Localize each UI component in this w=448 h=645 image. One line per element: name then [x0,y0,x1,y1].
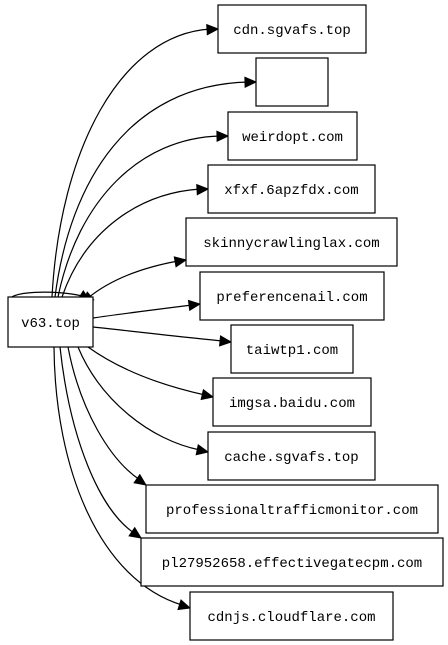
arrowhead-v63-to-t6 [218,335,233,347]
edge-t4-to-v63 [87,260,179,299]
node-t4-box [185,217,398,267]
node-t11-box [189,591,394,641]
node-t8-box [207,431,376,481]
node-t7-box [212,377,372,427]
node-source-box [7,296,94,348]
node-t9: professionaltrafficmonitor.com [145,484,439,534]
edge-v63-to-t6 [92,326,224,342]
edge-v63-to-t1 [54,81,249,298]
node-source-label: v63.top [21,316,80,332]
node-t8-label: cache.sgvafs.top [224,450,358,466]
node-t7: imgsa.baidu.com [212,377,372,427]
node-t7-label: imgsa.baidu.com [229,396,355,412]
node-t10: pl27952658.effectivegatecpm.com [140,537,444,587]
node-t1-box [255,57,329,107]
node-t6: taiwtp1.com [230,324,354,374]
arrowhead-v63-to-t8 [195,444,210,456]
node-t2-label: weirdopt.com [242,130,343,146]
edge-v63-to-t10 [59,346,135,534]
node-t5-box [199,271,385,321]
arrowhead-v63-to-t3 [196,183,210,196]
arrowhead-v63-to-t7 [200,388,215,401]
node-t3-label: xfxf.6apzfdx.com [224,183,358,199]
node-t3-box [207,164,376,214]
node-t4: skinnycrawlinglax.com [185,217,398,267]
edge-v63-to-t2 [57,135,221,298]
edge-v63-to-t0 [51,28,211,298]
node-t6-box [230,324,354,374]
node-t5-label: preferencenail.com [216,290,367,306]
node-t2-box [227,111,358,161]
edge-v63-to-t5 [92,304,193,319]
node-t5: preferencenail.com [199,271,385,321]
arrowhead-v63-to-t2 [216,130,230,143]
node-t0-box [217,4,367,54]
edge-v63-to-t3 [61,188,201,298]
arrowhead-v63-to-t10 [128,526,142,539]
edge-v63-to-t11 [53,346,183,606]
node-t0-label: cdn.sgvafs.top [233,23,351,39]
edge-v63-to-t7 [87,346,206,396]
node-t10-box [140,537,444,587]
arrowhead-v63-to-t0 [206,23,220,36]
node-t8: cache.sgvafs.top [207,431,376,481]
arrowhead-v63-to-t1 [244,76,258,89]
arrowhead-v63-to-t11 [177,599,192,611]
node-t6-label: taiwtp1.com [246,343,338,359]
arrowhead-v63-to-t9 [133,473,147,486]
edge-v63-to-t9 [67,346,141,481]
edge-v63-to-t8 [77,346,201,451]
edges-layer [8,23,258,611]
node-t11: cdnjs.cloudflare.com [189,591,394,641]
node-source: v63.top [7,296,94,348]
arrowhead-v63-to-t5 [187,299,202,312]
node-t4-label: skinnycrawlinglax.com [203,236,379,252]
node-t0: cdn.sgvafs.top [217,4,367,54]
node-t1 [255,57,329,107]
node-t10-label: pl27952658.effectivegatecpm.com [162,556,422,572]
node-t9-label: professionaltrafficmonitor.com [166,503,418,519]
node-t3: xfxf.6apzfdx.com [207,164,376,214]
arrowhead-t4-end [173,256,188,268]
node-t2: weirdopt.com [227,111,358,161]
nodes-layer: v63.top cdn.sgvafs.top weirdopt.com xfxf.6a… [7,4,444,641]
node-t11-label: cdnjs.cloudflare.com [207,610,375,626]
node-t9-box [145,484,439,534]
